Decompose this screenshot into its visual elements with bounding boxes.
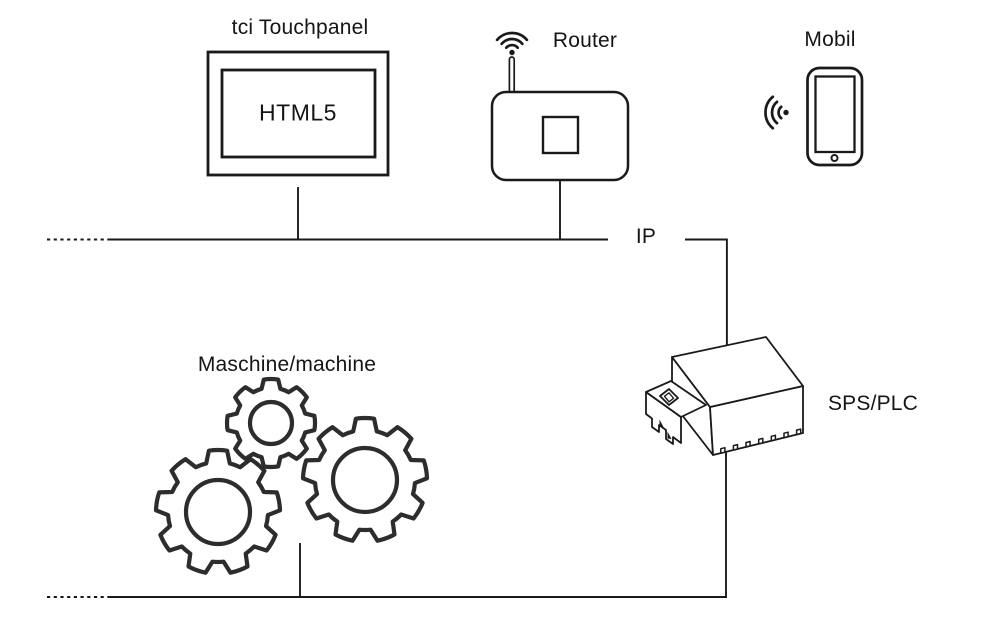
gear-large-hole: [183, 477, 253, 547]
plc-tooth: [732, 443, 739, 451]
network-bus-lines: [47, 181, 728, 599]
gear-right-hole: [330, 445, 400, 515]
gear-right: [300, 415, 430, 543]
router-port-square: [541, 115, 580, 155]
touchpanel-label: tci Touchpanel: [231, 16, 369, 39]
gear-small: [224, 376, 318, 470]
screen-label: HTML5: [259, 99, 337, 126]
plc-connector-block-front: [645, 391, 682, 445]
plc-top-face: [671, 336, 804, 408]
wifi-icon: [495, 31, 529, 56]
plc-tooth: [757, 437, 764, 445]
phone-home-button: [830, 154, 839, 162]
plc-label: SPS/PLC: [827, 392, 919, 415]
plc-clip-mark-1: [659, 419, 664, 427]
network-ip-label: IP: [635, 225, 657, 248]
plc-tooth: [795, 428, 802, 436]
mobile-label: Mobil: [804, 28, 856, 51]
gear-large: [153, 447, 283, 575]
plc-tooth: [770, 434, 777, 442]
router-label: Router: [552, 29, 618, 52]
gear-small-hole: [247, 399, 295, 447]
plc-tooth: [720, 446, 726, 454]
plc-port-inner: [663, 392, 675, 403]
signal-waves-icon: [764, 95, 789, 130]
plc-clip-mark-2: [667, 431, 672, 439]
monitor-screen: [220, 68, 377, 159]
router-antenna: [508, 56, 516, 95]
plc-tooth: [783, 431, 789, 439]
smartphone-icon: [764, 66, 864, 167]
gears-icon: [153, 376, 430, 575]
plc-module-icon: [645, 336, 804, 456]
monitor-icon: [206, 50, 390, 177]
plc-tooth: [745, 440, 751, 448]
machine-label: Maschine/machine: [197, 353, 377, 376]
router-icon: [490, 31, 630, 182]
phone-screen: [814, 75, 856, 154]
plc-terminal-teeth: [720, 428, 802, 454]
